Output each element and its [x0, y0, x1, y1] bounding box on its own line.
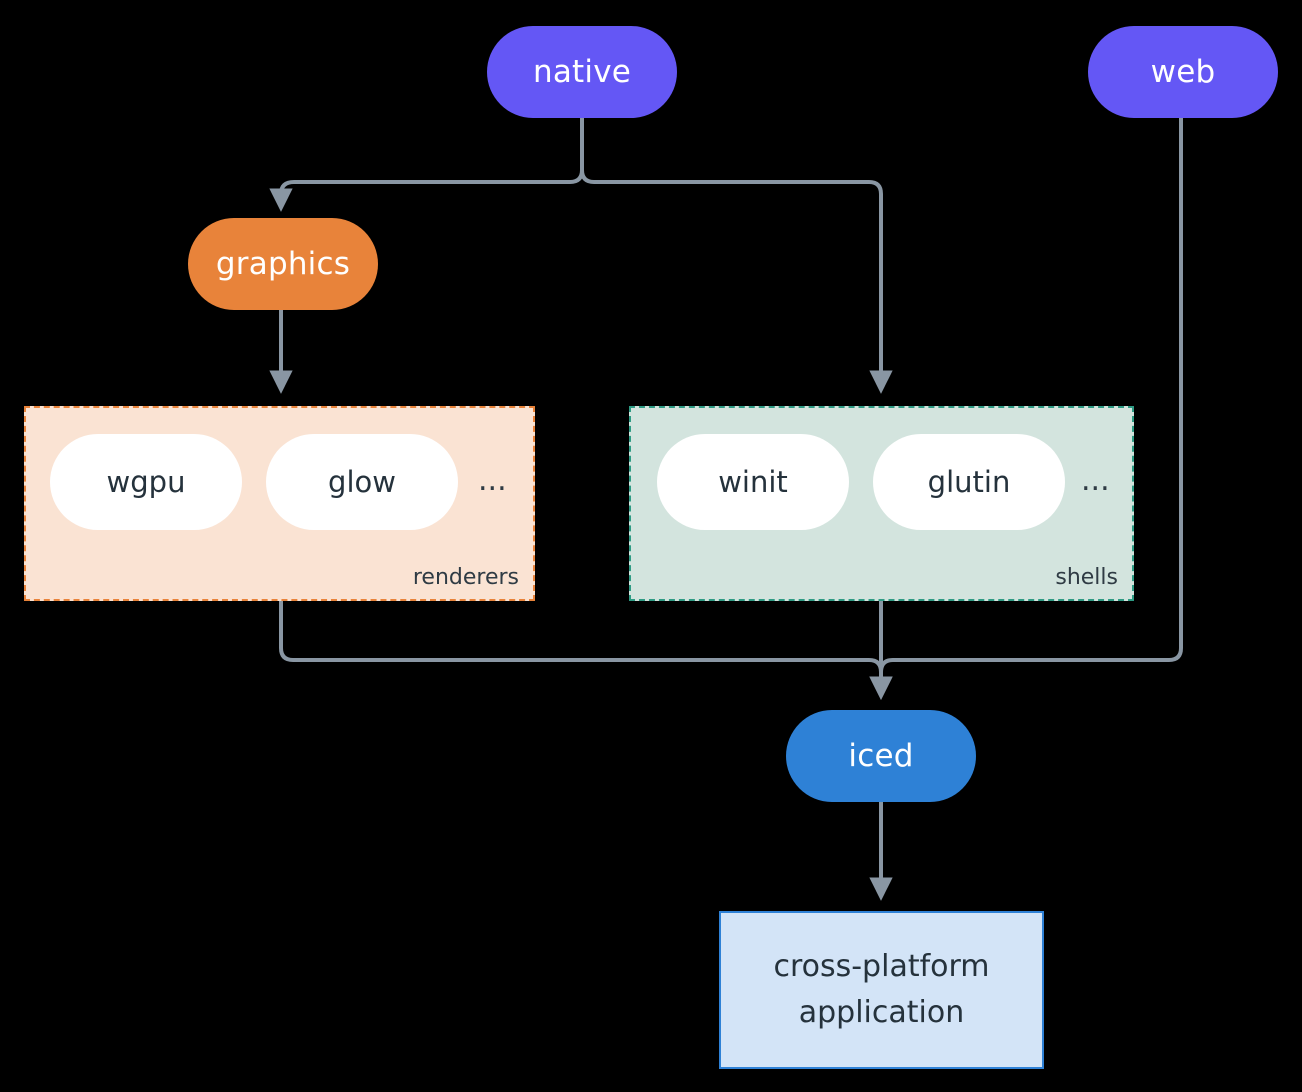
application-label-line1: cross-platform — [773, 948, 990, 984]
node-wgpu-label: wgpu — [106, 464, 186, 499]
edge-renderers-iced — [279, 599, 893, 700]
node-native-label: native — [532, 53, 632, 90]
node-graphics-label: graphics — [215, 245, 351, 282]
node-cross-platform-application[interactable]: cross-platform application — [719, 911, 1044, 1069]
node-glow[interactable]: glow — [266, 434, 458, 530]
node-native[interactable]: native — [487, 26, 677, 118]
renderers-overflow-ellipsis: ... — [478, 463, 507, 498]
edge-native-graphics — [269, 116, 584, 212]
node-glutin-label: glutin — [927, 464, 1011, 499]
node-winit[interactable]: winit — [657, 434, 849, 530]
node-wgpu[interactable]: wgpu — [50, 434, 242, 530]
shells-overflow-ellipsis: ... — [1081, 463, 1110, 498]
node-glow-label: glow — [328, 464, 396, 499]
node-web-label: web — [1150, 53, 1216, 90]
group-shells-label: shells — [1055, 565, 1118, 590]
edge-native-shells — [580, 116, 893, 394]
group-renderers: wgpu glow ... renderers — [24, 406, 535, 601]
group-shells: winit glutin ... shells — [629, 406, 1134, 601]
application-label-line2: application — [798, 995, 965, 1030]
node-iced[interactable]: iced — [786, 710, 976, 802]
node-winit-label: winit — [718, 464, 788, 499]
node-glutin[interactable]: glutin — [873, 434, 1065, 530]
group-renderers-label: renderers — [412, 565, 519, 590]
node-graphics[interactable]: graphics — [188, 218, 378, 310]
node-iced-label: iced — [848, 737, 914, 774]
node-web[interactable]: web — [1088, 26, 1278, 118]
